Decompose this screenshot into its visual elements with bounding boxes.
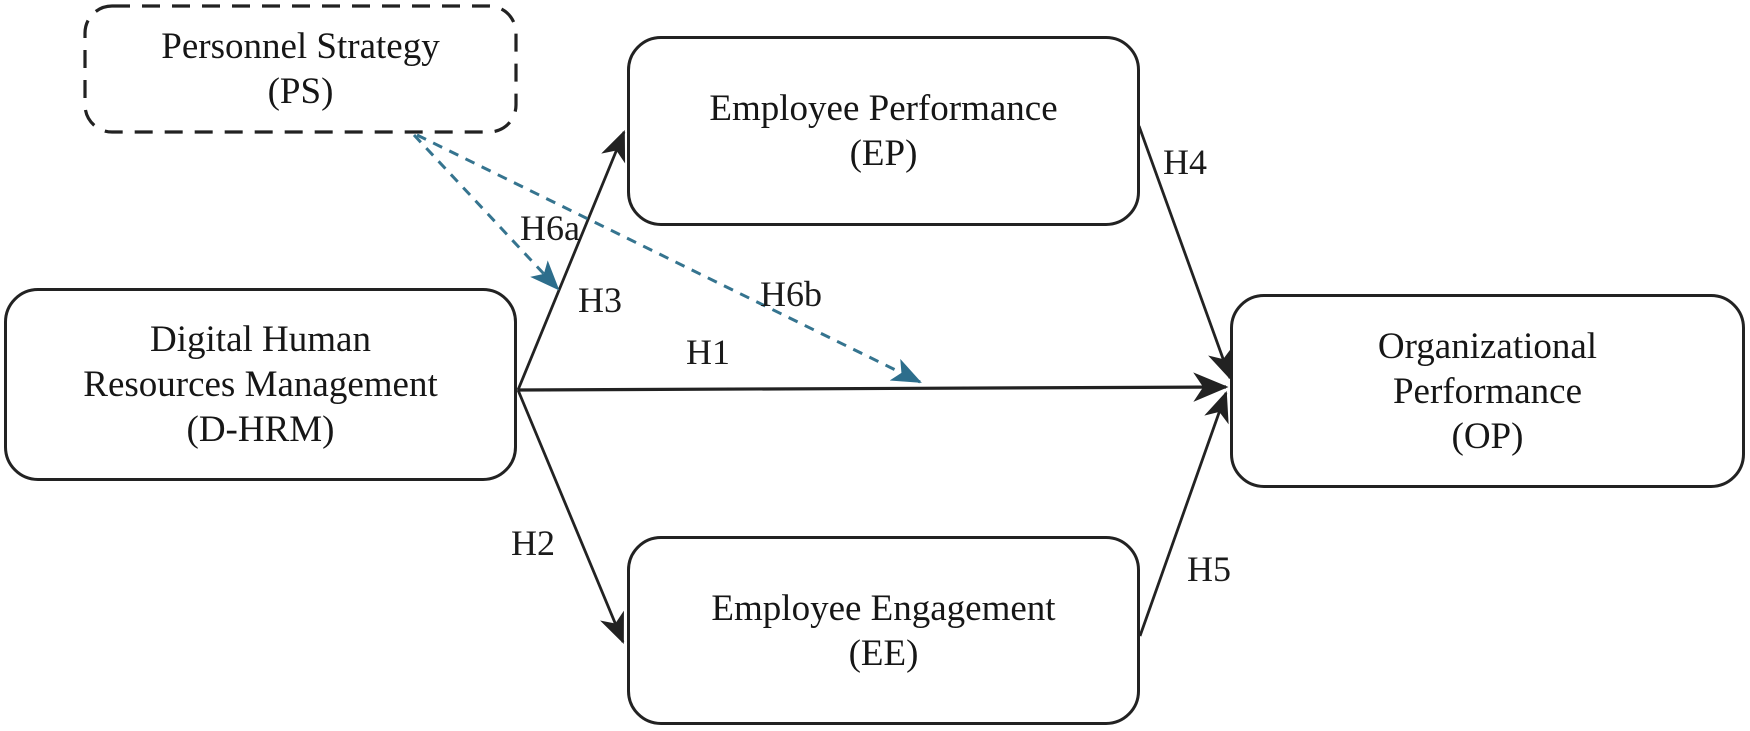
node-personnel-strategy-label: Personnel Strategy bbox=[161, 26, 440, 67]
node-digital-hrm: Digital Human Resources Management (D-HR… bbox=[4, 288, 517, 481]
node-organizational-performance-label-line1: Organizational bbox=[1377, 325, 1598, 367]
node-employee-performance-abbr: (EP) bbox=[849, 133, 918, 174]
node-digital-hrm-label-line2: Resources Management bbox=[83, 364, 438, 405]
arrow-h3 bbox=[516, 130, 626, 391]
node-personnel-strategy: Personnel Strategy (PS) bbox=[84, 5, 517, 133]
node-employee-engagement-abbr: (EE) bbox=[848, 632, 919, 674]
node-ps-dashed-border bbox=[83, 4, 518, 134]
node-personnel-strategy-abbr: (PS) bbox=[267, 71, 334, 112]
arrow-h4 bbox=[1137, 125, 1233, 381]
node-employee-engagement: Employee Engagement (EE) bbox=[627, 536, 1140, 725]
arrow-h5 bbox=[1138, 390, 1229, 637]
label-h1: H1 bbox=[686, 332, 730, 372]
node-employee-performance: Employee Performance (EP) bbox=[627, 36, 1140, 226]
node-employee-performance-label: Employee Performance bbox=[709, 88, 1058, 129]
label-h5: H5 bbox=[1187, 549, 1231, 589]
arrow-h2 bbox=[516, 389, 625, 644]
node-organizational-performance-label-line2: Performance bbox=[1392, 370, 1582, 412]
node-organizational-performance-abbr: (OP) bbox=[1451, 415, 1524, 457]
label-h4: H4 bbox=[1163, 142, 1207, 182]
node-organizational-performance: Organizational Performance (OP) bbox=[1230, 294, 1745, 488]
arrow-h6b bbox=[416, 133, 922, 384]
node-digital-hrm-label-line1: Digital Human bbox=[150, 319, 371, 360]
label-h3: H3 bbox=[578, 280, 622, 320]
node-digital-hrm-abbr: (D-HRM) bbox=[186, 409, 335, 450]
arrow-h1 bbox=[517, 372, 1229, 402]
node-employee-engagement-label: Employee Engagement bbox=[711, 587, 1056, 629]
label-h6b: H6b bbox=[760, 274, 822, 314]
label-h2: H2 bbox=[511, 523, 555, 563]
label-h6a: H6a bbox=[520, 208, 580, 248]
